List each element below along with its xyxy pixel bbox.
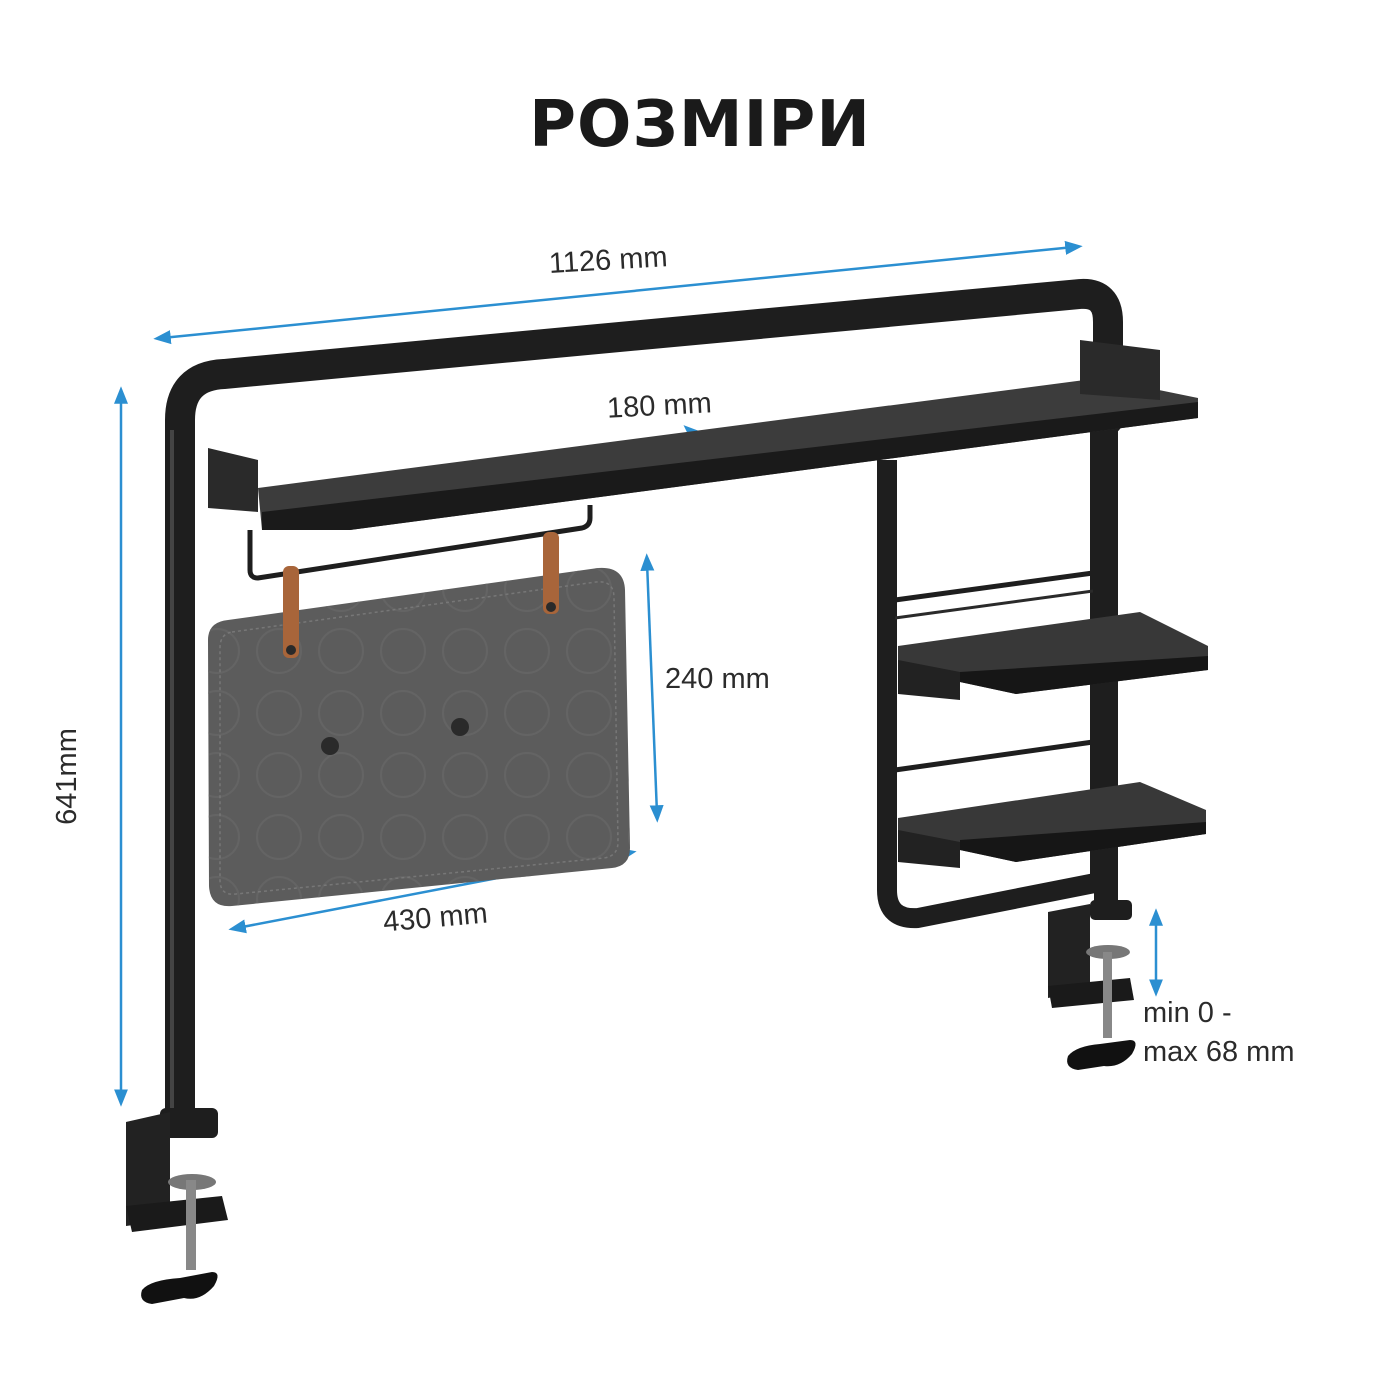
small-shelf-2-bracket	[898, 830, 960, 868]
right-ladder-frame	[877, 420, 1110, 929]
frame-top-rail	[165, 278, 1123, 565]
right-clamp	[1048, 900, 1136, 1070]
small-shelf-1-bracket	[898, 660, 960, 700]
page-title: РОЗМІРИ	[529, 88, 871, 162]
felt-pad-stitching	[219, 581, 619, 895]
pad-height-dimension-line	[640, 553, 664, 823]
width-dimension-line	[153, 240, 1083, 345]
leather-strap-left	[283, 566, 299, 658]
width-label: 1126 mm	[548, 241, 669, 280]
top-shelf-back-lip-right	[1080, 340, 1160, 400]
small-shelf-1-edge	[960, 656, 1208, 694]
pad-height-label: 240 mm	[665, 663, 770, 695]
clamp-range-label-max: max 68 mm	[1143, 1036, 1295, 1068]
ladder-rod-2	[894, 589, 1094, 620]
strap-rivet-left	[286, 645, 296, 655]
top-shelf-back-lip-left	[208, 448, 258, 512]
top-shelf-edge	[262, 402, 1198, 530]
felt-peg-left	[321, 737, 339, 755]
felt-peg-right	[451, 718, 469, 736]
felt-pad-texture	[208, 567, 630, 907]
leather-strap-right	[543, 532, 559, 614]
strap-rivet-right	[546, 602, 556, 612]
clamp-range-label-min: min 0 -	[1143, 997, 1232, 1029]
ladder-rod-3	[894, 739, 1094, 773]
small-shelf-2-edge	[960, 822, 1206, 862]
shelf-depth-label: 180 mm	[606, 387, 713, 425]
hanging-rail	[247, 505, 593, 581]
height-label: 641mm	[50, 728, 83, 825]
left-clamp	[126, 1108, 228, 1304]
ladder-rod-1	[894, 570, 1094, 603]
